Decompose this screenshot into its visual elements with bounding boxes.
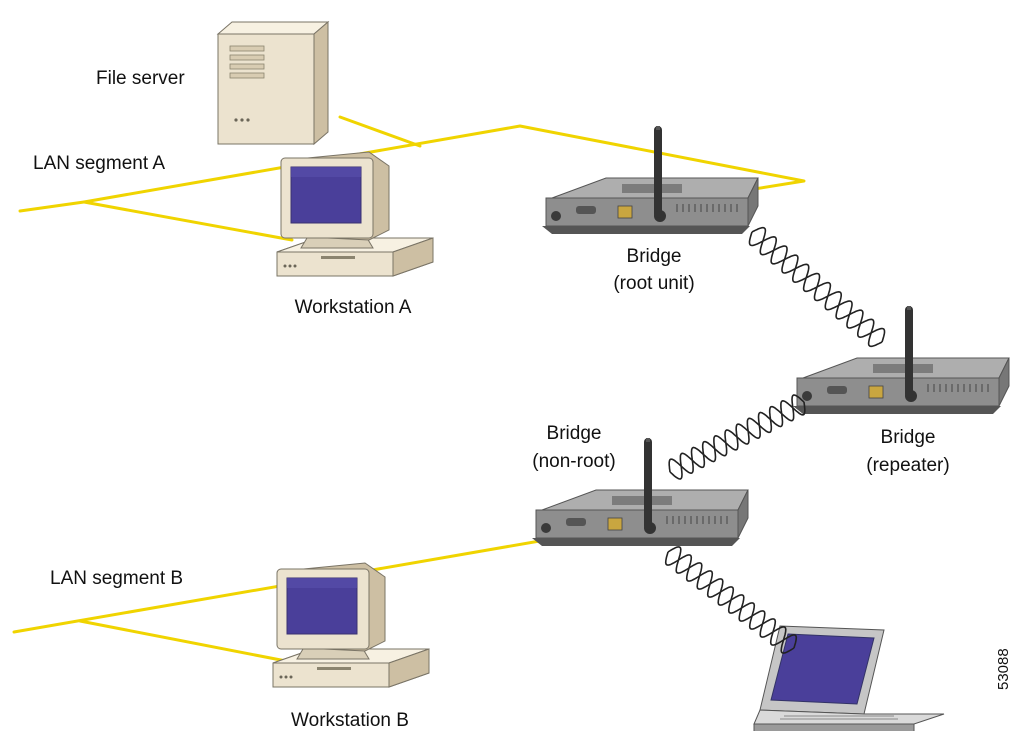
workstation-a-label: Workstation A bbox=[295, 297, 412, 318]
radio-links bbox=[664, 226, 886, 654]
file-server-icon bbox=[217, 21, 329, 145]
lan-segment-a-label: LAN segment A bbox=[33, 153, 165, 174]
bridge-root-label-line2: (root unit) bbox=[613, 273, 694, 294]
workstation-b-label: Workstation B bbox=[291, 710, 409, 731]
bridge-nonroot-label-line2: (non-root) bbox=[532, 451, 615, 472]
bridge-root-icon bbox=[542, 126, 758, 234]
bridge-repeater-icon bbox=[793, 306, 1009, 414]
bridge-repeater-label-line1: Bridge bbox=[881, 427, 936, 448]
figure-id-label: 53088 bbox=[995, 648, 1012, 690]
radio-link-nonroot-laptop bbox=[667, 546, 795, 654]
bridge-root-label-line1: Bridge bbox=[627, 246, 682, 267]
bridge-nonroot-label-line1: Bridge bbox=[547, 423, 602, 444]
workstation-b-icon bbox=[272, 562, 430, 688]
bridge-repeater-label-line2: (repeater) bbox=[866, 455, 949, 476]
radio-link-root-repeater bbox=[751, 226, 883, 348]
lan-segment-b-label: LAN segment B bbox=[50, 568, 183, 589]
lan-segment-a-cable bbox=[18, 115, 806, 242]
file-server-label: File server bbox=[96, 68, 185, 89]
radio-link-repeater-nonroot bbox=[668, 399, 806, 475]
workstation-a-icon bbox=[276, 151, 434, 277]
